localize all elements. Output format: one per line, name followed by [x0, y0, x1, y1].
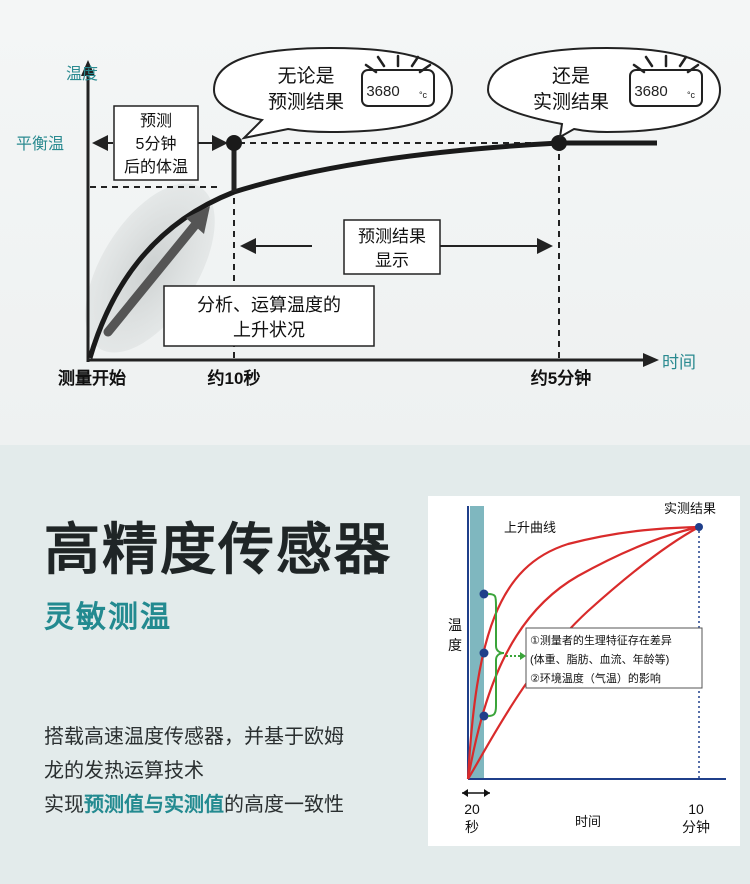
note-line-3: ②环境温度（气温）的影响 — [530, 671, 661, 685]
curve-label: 上升曲线 — [504, 520, 556, 535]
chart2-x-label: 时间 — [575, 814, 601, 829]
predict-box — [113, 105, 199, 181]
chart2-y-label-2: 度 — [448, 637, 462, 653]
bubble-left-line-1: 无论是 — [277, 65, 334, 87]
rise-curve-3 — [467, 526, 700, 780]
x-tick-5min: 约5分钟 — [531, 368, 591, 388]
description-line-1: 搭载高速温度传感器，并基于欧姆 — [44, 726, 344, 748]
display-box-line-2: 显示 — [375, 251, 409, 270]
highlight-predicted-value: 预测值 — [84, 794, 144, 816]
feature-subtitle: 灵敏测温 — [44, 601, 172, 634]
highlight-and: 与 — [144, 794, 164, 816]
x-tick-10s: 约10秒 — [208, 368, 261, 388]
feature-description: 搭载高速温度传感器，并基于欧姆 龙的发热运算技术 实现预测值与实测值的高度一致性 — [44, 720, 424, 822]
top-section: 预测 5分钟 后的体温 预测结果 显示 分析、运算温度的 上升状况 无论是 预测… — [0, 0, 750, 445]
twenty-sec-arrow-right — [484, 789, 490, 797]
predict-box-line-3: 后的体温 — [124, 158, 188, 176]
note-line-1: ①测量者的生理特征存在差异 — [530, 633, 672, 647]
note-line-2: (体重、脂肪、血流、年龄等) — [530, 652, 669, 666]
predict-box-line-2: 5分钟 — [136, 135, 177, 153]
y-axis-arrow — [81, 60, 95, 76]
curve-point-1 — [479, 589, 489, 599]
description-line-3-suffix: 的高度一致性 — [224, 794, 344, 816]
description-line-3-prefix: 实现 — [44, 794, 84, 816]
predict-box-line-1: 预测 — [140, 112, 172, 130]
svg-text:3680: 3680 — [366, 83, 399, 100]
rise-curve-chart: ①测量者的生理特征存在差异 (体重、脂肪、血流、年龄等) ②环境温度（气温）的影… — [428, 496, 740, 846]
thermometer-display-icon: 3680 °c — [361, 54, 435, 107]
analysis-glow — [85, 183, 215, 353]
analysis-arrow-shaft — [103, 219, 201, 337]
chart2-y-label-1: 温 — [448, 617, 462, 633]
x-tick-start: 测量开始 — [58, 368, 126, 388]
bracket-arrow — [520, 652, 526, 660]
end-point — [695, 523, 703, 531]
rise-curve-1 — [466, 525, 700, 780]
display-box — [343, 219, 441, 275]
description-line-2: 龙的发热运算技术 — [44, 760, 204, 782]
speech-bubble-right: 还是 实测结果 3680 °c — [486, 46, 722, 139]
highlight-measured-value: 实测值 — [164, 794, 224, 816]
speech-bubble-left: 无论是 预测结果 3680 °c — [212, 46, 454, 140]
bubble-left-line-2: 预测结果 — [268, 91, 344, 113]
measured-point — [551, 135, 567, 151]
svg-text:°c: °c — [687, 90, 696, 100]
curve-point-2 — [479, 648, 489, 658]
x-axis-label: 时间 — [662, 353, 696, 372]
equilibrium-label: 平衡温 — [16, 135, 64, 153]
x-tick-start-unit: 秒 — [465, 819, 479, 835]
feature-title: 高精度传感器 — [44, 518, 392, 581]
analysis-box-line-2: 上升状况 — [233, 320, 305, 340]
svg-text:°c: °c — [419, 90, 428, 100]
end-point-label: 实测结果 — [664, 501, 716, 516]
twenty-sec-arrow-left — [462, 789, 468, 797]
x-tick-end-unit: 分钟 — [682, 819, 710, 835]
svg-text:3680: 3680 — [634, 83, 667, 100]
x-tick-start-num: 20 — [464, 801, 480, 817]
analysis-box-line-1: 分析、运算温度的 — [197, 295, 341, 315]
analysis-box — [163, 285, 375, 347]
temperature-curve — [87, 140, 657, 359]
curve-point-3 — [479, 711, 489, 721]
prediction-diagram: 预测 5分钟 后的体温 预测结果 显示 分析、运算温度的 上升状况 无论是 预测… — [16, 46, 722, 388]
thermometer-display-icon: 3680 °c — [629, 54, 703, 107]
display-box-line-1: 预测结果 — [358, 227, 426, 246]
y-axis-label: 温度 — [66, 65, 98, 83]
note-box — [525, 627, 703, 689]
prediction-point — [226, 135, 242, 151]
x-axis-arrow — [643, 353, 659, 367]
variance-bracket — [487, 593, 505, 717]
analysis-arrow-head — [186, 206, 210, 234]
bubble-right-line-2: 实测结果 — [533, 91, 609, 113]
x-tick-end-num: 10 — [688, 801, 704, 817]
bubble-right-line-1: 还是 — [552, 65, 590, 87]
